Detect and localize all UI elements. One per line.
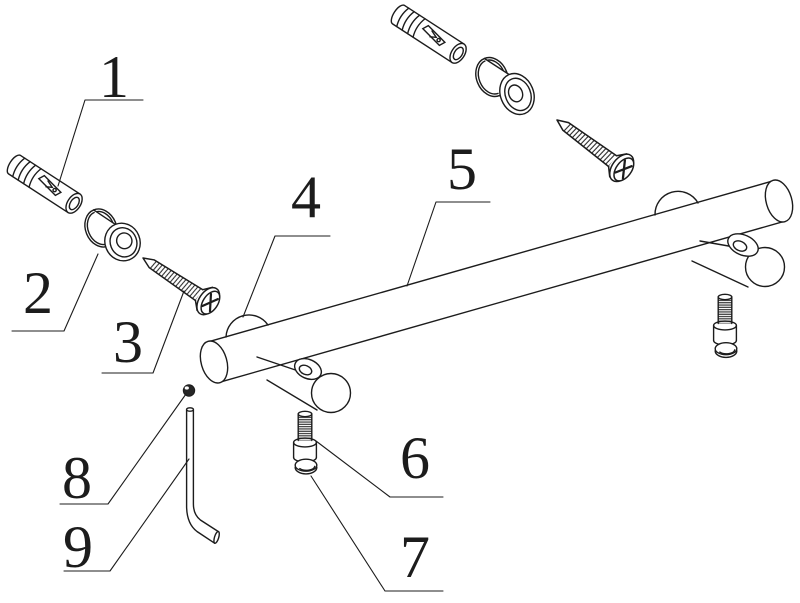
callout-number: 3 <box>113 309 143 375</box>
wall-anchor-top <box>387 2 471 67</box>
post-end-face <box>310 372 352 414</box>
keyhole-slot <box>293 357 323 381</box>
post-end-face <box>744 246 786 288</box>
callout-number: 1 <box>99 44 129 110</box>
callout-number: 4 <box>291 164 321 230</box>
callout-number: 8 <box>62 445 92 511</box>
callout-number: 9 <box>63 514 93 580</box>
cover-cap-left <box>294 458 318 475</box>
cover-cap-right <box>714 342 738 359</box>
set-screw-left <box>292 410 318 463</box>
callout-7: 7 <box>310 475 444 592</box>
leader-line <box>101 290 185 374</box>
set-screw-right <box>712 293 738 346</box>
leader-line <box>59 393 187 505</box>
callout-5: 5 <box>406 136 491 287</box>
callout-3: 3 <box>101 290 185 375</box>
mounting-screw-top <box>546 106 641 188</box>
callout-2: 2 <box>11 253 99 332</box>
collar-top <box>475 56 535 116</box>
mounting-screw-left <box>133 244 226 321</box>
steel-ball <box>182 384 196 397</box>
leader-line <box>63 458 190 572</box>
leader-line <box>242 235 331 318</box>
callout-number: 7 <box>400 524 430 590</box>
callout-9: 9 <box>63 458 190 580</box>
bar-left-end <box>199 340 229 384</box>
callout-number: 6 <box>400 425 430 491</box>
bar-right-end <box>764 179 794 223</box>
collar-left <box>84 208 141 262</box>
leader-line <box>57 99 144 187</box>
wall-post-left <box>225 314 352 414</box>
keyhole-slot <box>727 233 759 257</box>
callout-1: 1 <box>57 44 144 187</box>
callout-4: 4 <box>242 164 331 318</box>
leader-line <box>406 201 491 287</box>
callout-number: 5 <box>447 136 477 202</box>
callout-8: 8 <box>59 393 187 511</box>
leader-line <box>315 440 444 498</box>
hex-key <box>185 407 220 544</box>
leader-line <box>11 253 99 332</box>
towel-bar <box>199 179 794 384</box>
wall-anchor-left <box>3 152 87 217</box>
leader-line <box>310 475 444 592</box>
callout-6: 6 <box>315 425 444 498</box>
wall-post-right <box>654 190 786 288</box>
callout-number: 2 <box>23 260 53 326</box>
